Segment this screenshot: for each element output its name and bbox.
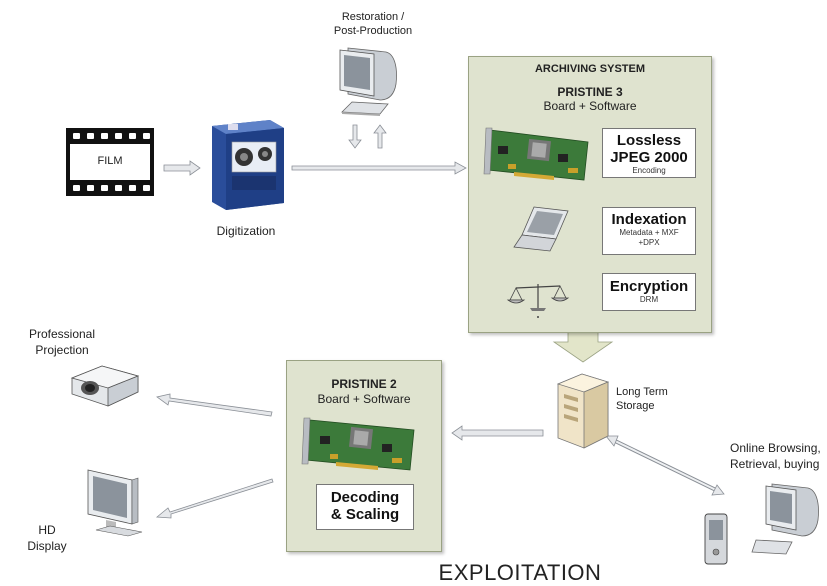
projection-label: Professional Projection bbox=[12, 326, 112, 358]
lossless-title-line1: Lossless bbox=[616, 132, 682, 149]
phone-icon bbox=[704, 513, 728, 565]
pristine3-board-icon bbox=[483, 127, 589, 181]
film-scanner-icon bbox=[212, 120, 284, 210]
pristine3-desc: Board + Software bbox=[543, 99, 637, 113]
arrow-film-to-scanner bbox=[163, 160, 201, 176]
online-label: Online Browsing, Retrieval, buying bbox=[730, 440, 827, 472]
pristine2-board-icon bbox=[301, 417, 415, 471]
arrow-scanner-to-archiving bbox=[291, 161, 467, 175]
encryption-title: Encryption bbox=[609, 278, 689, 295]
projection-label-line1: Professional bbox=[28, 327, 96, 341]
server-icon bbox=[556, 373, 610, 449]
indexation-sub-line1: Metadata + MXF bbox=[619, 228, 679, 237]
film-frame bbox=[70, 144, 150, 180]
exploitation-title: EXPLOITATION bbox=[438, 560, 602, 585]
arrow-to-hd-display bbox=[155, 478, 274, 519]
arrow-restoration-down bbox=[348, 124, 362, 149]
indexation-title: Indexation bbox=[611, 211, 687, 228]
arrow-archiving-to-storage bbox=[552, 329, 614, 363]
decoding-line2: & Scaling bbox=[330, 506, 400, 523]
encryption-box: Encryption DRM bbox=[602, 273, 696, 311]
encryption-sub: DRM bbox=[639, 295, 659, 304]
indexation-sub-line2: +DPX bbox=[638, 238, 660, 247]
pristine2-desc: Board + Software bbox=[317, 392, 411, 406]
online-label-line1: Online Browsing, bbox=[730, 441, 821, 455]
online-computer-icon bbox=[751, 483, 819, 555]
digitization-label: Digitization bbox=[216, 224, 276, 238]
projection-label-line2: Projection bbox=[35, 343, 89, 357]
storage-label: Long Term Storage bbox=[616, 385, 686, 413]
scale-icon bbox=[506, 284, 570, 318]
storage-label-line1: Long Term bbox=[616, 386, 668, 398]
hd-display-label-line2: Display bbox=[27, 539, 67, 553]
laptop-icon bbox=[513, 206, 569, 252]
restoration-label-line2: Post-Production bbox=[333, 25, 413, 37]
indexation-box: Indexation Metadata + MXF +DPX bbox=[602, 207, 696, 255]
pristine3-name: PRISTINE 3 bbox=[557, 85, 623, 99]
decoding-line1: Decoding bbox=[330, 489, 400, 506]
hd-display-label-line1: HD bbox=[38, 523, 56, 537]
film-strip: FILM bbox=[66, 128, 154, 196]
film-label: FILM bbox=[97, 155, 123, 167]
online-label-line2: Retrieval, buying bbox=[730, 457, 820, 471]
arrow-to-projector bbox=[156, 393, 273, 417]
decoding-box: Decoding & Scaling bbox=[316, 484, 414, 530]
hd-monitor-icon bbox=[87, 469, 143, 537]
lossless-sub: Encoding bbox=[632, 166, 666, 175]
restoration-label: Restoration / Post-Production bbox=[318, 10, 428, 38]
restoration-label-line1: Restoration / bbox=[341, 11, 405, 23]
film-perforations bbox=[73, 133, 150, 191]
arrow-storage-to-pristine2 bbox=[451, 425, 544, 441]
hd-display-label: HD Display bbox=[22, 522, 72, 554]
storage-label-line2: Storage bbox=[616, 400, 655, 412]
workstation-icon bbox=[339, 47, 397, 116]
archiving-title: ARCHIVING SYSTEM bbox=[534, 63, 645, 75]
arrow-restoration-up bbox=[373, 124, 387, 149]
lossless-title-line2: JPEG 2000 bbox=[610, 149, 688, 166]
pristine2-name: PRISTINE 2 bbox=[331, 377, 397, 391]
lossless-box: Lossless JPEG 2000 Encoding bbox=[602, 128, 696, 178]
projector-icon bbox=[70, 365, 140, 407]
